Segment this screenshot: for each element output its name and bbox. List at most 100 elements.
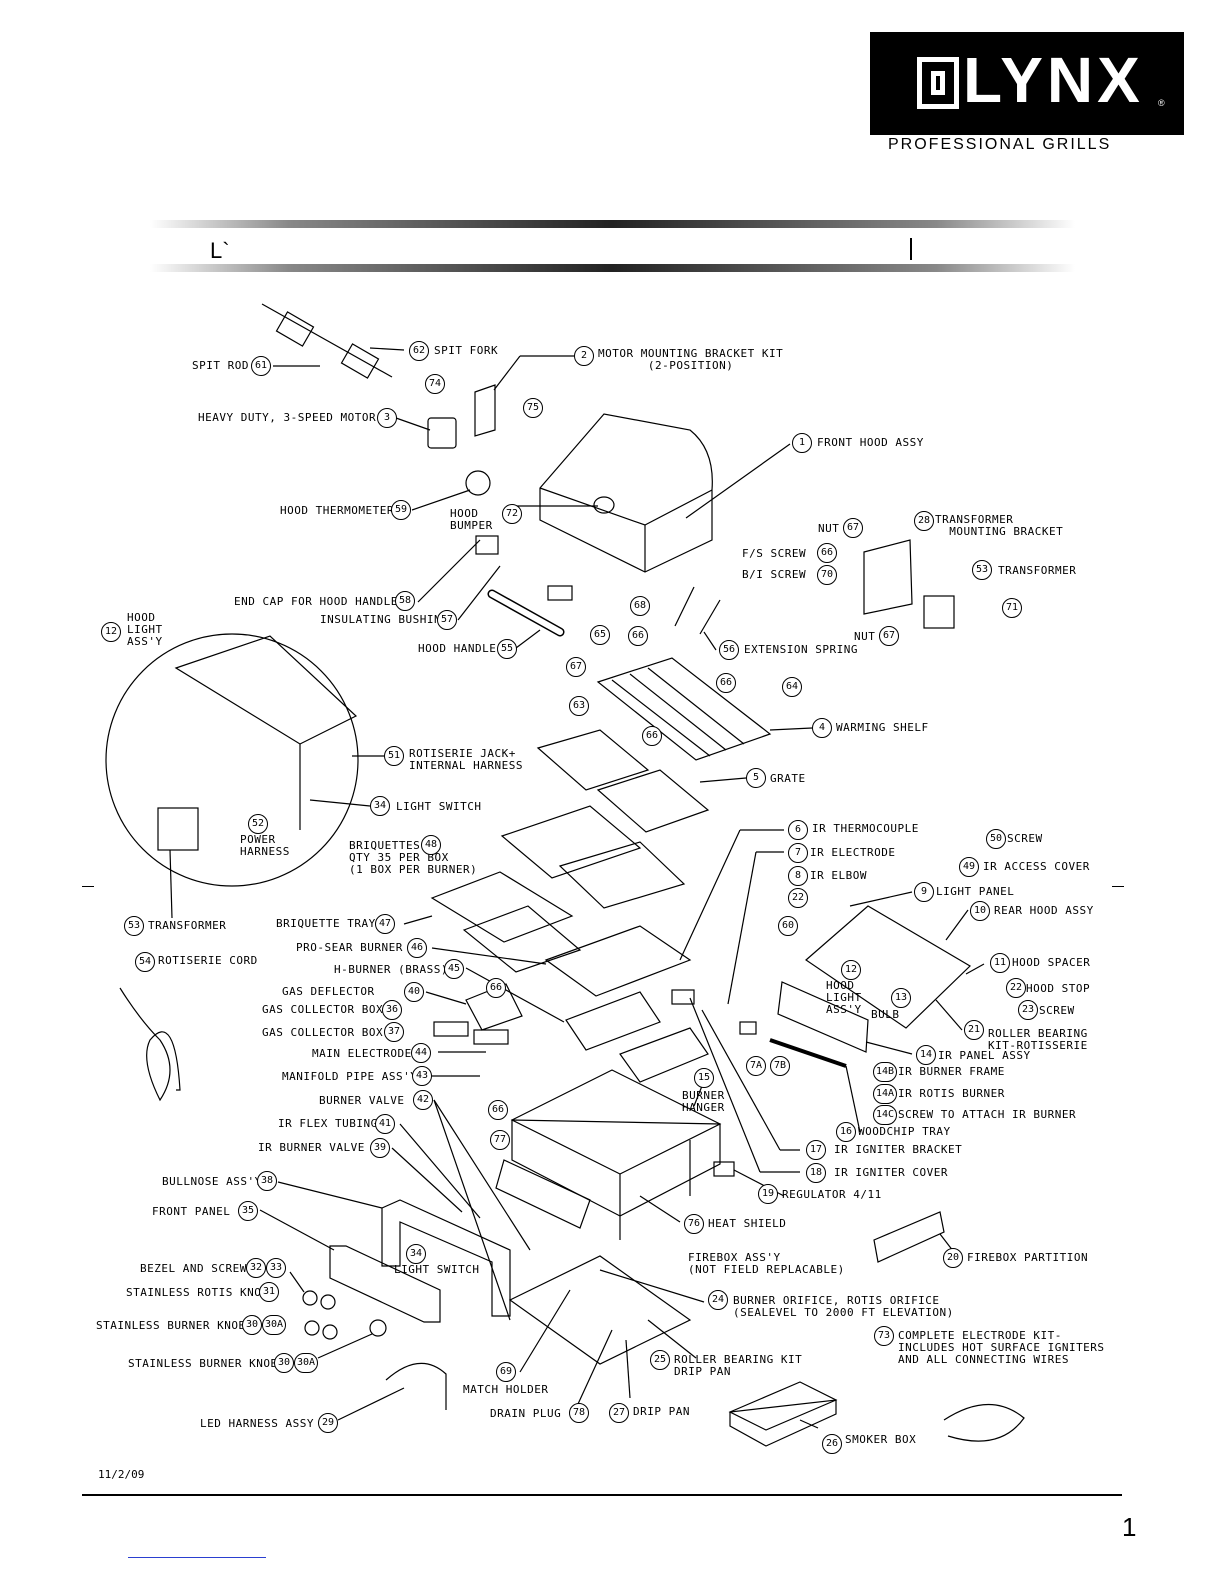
callout-number: 34 [370,796,390,816]
part-label: B/I SCREW [742,568,807,581]
part-label: GRATE [770,772,806,785]
grate-shape-right [596,769,710,833]
callout-number: 34 [406,1244,426,1264]
burner-knob-shape [304,1320,320,1336]
part-label: IR BURNER VALVE [258,1141,365,1154]
callout-number: 52 [248,814,268,834]
thermometer-shape [465,470,491,496]
callout-number: 42 [413,1090,433,1110]
callout-number: 61 [251,356,271,376]
part-label: LIGHT SWITCH [394,1263,480,1276]
rear-hood-shape [805,905,971,1029]
callout-number: 14B [873,1062,897,1082]
callout-number: 48 [421,835,441,855]
part-label: ROLLER BEARING KIT DRIP PAN [674,1353,803,1378]
logo-tagline: PROFESSIONAL GRILLS [888,136,1112,153]
part-label: INSULATING BUSHING [320,613,449,626]
callout-number: 59 [391,500,411,520]
front-panel-shape [329,1245,441,1323]
part-label: HOOD THERMOMETER [280,504,394,517]
part-label: END CAP FOR HOOD HANDLE [234,595,398,608]
part-label: IR THERMOCOUPLE [812,822,919,835]
callout-number: 1 [792,433,812,453]
callout-number: 40 [404,982,424,1002]
part-label: BURNER ORIFICE, ROTIS ORIFICE (SEALEVEL … [733,1294,954,1319]
callout-number: 43 [412,1066,432,1086]
part-label: IR PANEL ASSY [938,1049,1031,1062]
end-cap-shape [475,535,499,555]
callout-number: 17 [806,1140,826,1160]
callout-number: 27 [609,1403,629,1423]
part-label: MATCH HOLDER [463,1383,549,1396]
header-rule-top [150,220,1075,228]
revision-date: 11/2/09 [98,1468,145,1481]
callout-number: 70 [817,565,837,585]
callout-number: 25 [650,1350,670,1370]
part-label: BULB [871,1008,900,1021]
part-label: HEAT SHIELD [708,1217,787,1230]
callout-number: 53 [124,916,144,936]
inset-transformer-shape [157,807,199,851]
gas-collector-box-shape [433,1021,469,1037]
logo-mark-icon [917,57,959,109]
callout-number: 35 [238,1201,258,1221]
callout-number: 39 [370,1138,390,1158]
part-label: BURNER VALVE [319,1094,405,1107]
part-label: NUT [818,522,840,535]
part-label: HOOD BUMPER [450,507,493,532]
callout-number: 53 [972,560,992,580]
rotis-knob-shape [302,1290,318,1306]
callout-number: 11 [990,953,1010,973]
callout-number: 8 [788,866,808,886]
part-label: DRAIN PLUG [490,1407,562,1420]
part-label: IR ROTIS BURNER [898,1087,1005,1100]
part-label: GAS COLLECTOR BOX [262,1026,384,1039]
part-label: MOTOR MOUNTING BRACKET KIT (2-POSITION) [598,347,784,372]
h-burner-shape [565,991,661,1051]
firebox-partition-shape [873,1211,945,1263]
part-label: IR IGNITER COVER [834,1166,948,1179]
callout-number: 23 [1018,1000,1038,1020]
part-label: BEZEL AND SCREW [140,1262,247,1275]
callout-number: 30A [294,1353,318,1373]
page-number: 1 [1122,1512,1137,1542]
part-label: POWER HARNESS [240,833,290,858]
callout-number: 5 [746,768,766,788]
margin-mark-right [1112,886,1124,887]
part-label: STAINLESS ROTIS KNOB [126,1286,269,1299]
regulator-shape [713,1161,735,1177]
spit-rod-shape [261,303,393,378]
callout-number: 65 [590,625,610,645]
part-label: ROTISERIE CORD [158,954,258,967]
callout-number: 6 [788,820,808,840]
part-label: SMOKER BOX [845,1433,917,1446]
callout-number: 44 [411,1043,431,1063]
title-mark-right [910,238,912,260]
callout-number: 50 [986,829,1006,849]
part-label: SPIT FORK [434,344,499,357]
part-label: BRIQUETTES QTY 35 PER BOX (1 BOX PER BUR… [349,839,478,876]
callout-number: 31 [259,1282,279,1302]
callout-number: 66 [716,673,736,693]
callout-number: 16 [836,1122,856,1142]
pro-sear-burner-shape [544,925,692,997]
part-label: BURNER HANGER [682,1089,725,1114]
part-label: BRIQUETTE TRAY [276,917,376,930]
part-label: MAIN ELECTRODE [312,1047,412,1060]
callout-number: 62 [409,341,429,361]
front-hood-shape [539,413,713,573]
part-label: NUT [854,630,876,643]
part-label: ROTISERIE JACK+ INTERNAL HARNESS [409,747,523,772]
callout-number: 46 [407,938,427,958]
footer-link-underline[interactable] [128,1557,266,1558]
callout-number: 66 [817,543,837,563]
part-label: BULLNOSE ASS'Y [162,1175,262,1188]
callout-number: 19 [758,1184,778,1204]
part-label: IR ELECTRODE [810,846,896,859]
callout-number: 9 [914,882,934,902]
spit-fork-shape [275,311,315,347]
callout-number: 30A [262,1315,286,1335]
callout-number: 4 [812,718,832,738]
part-label: HOOD LIGHT ASS'Y [127,611,163,648]
part-label: SPIT ROD [192,359,249,372]
